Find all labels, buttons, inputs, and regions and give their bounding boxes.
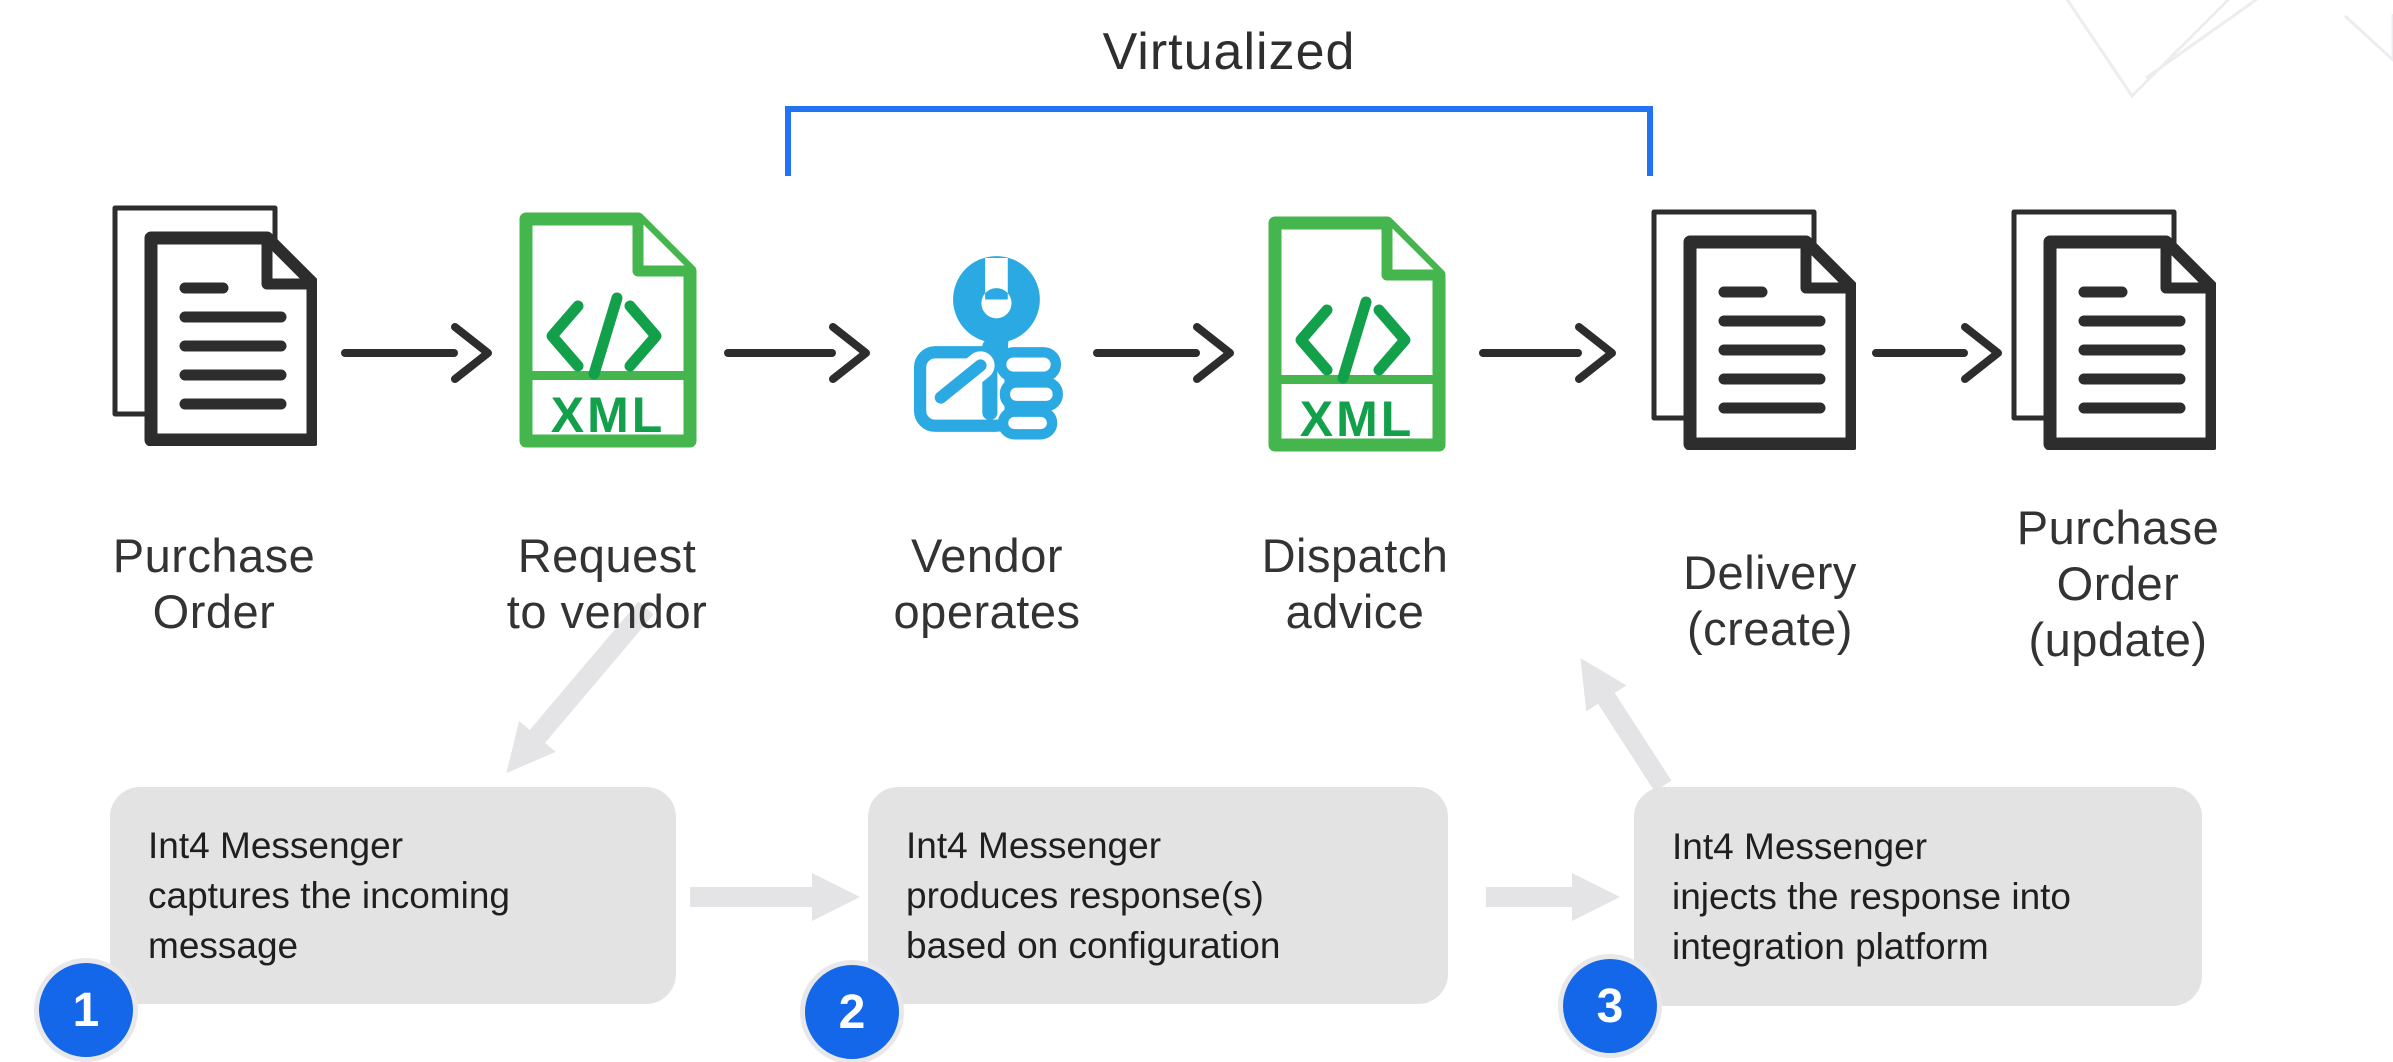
arrow-right-icon [341,323,492,383]
xml-file-icon: XML [1268,216,1446,452]
step-label-vendor-operates: Vendor operates [893,529,1081,638]
arrow-up-left-icon [1580,658,1672,792]
callout-box-1: Int4 Messenger captures the incoming mes… [110,787,676,1004]
code-icon [1295,296,1411,384]
step-label-dispatch-advice: Dispatch advice [1261,529,1449,638]
documents-icon [1651,209,1856,450]
diagram-title: Virtualized [1102,23,1356,81]
virtualized-bracket [785,106,1653,176]
callout-box-3: Int4 Messenger injects the response into… [1634,787,2202,1006]
arrow-right-icon [1093,323,1234,383]
xml-badge-label: XML [551,387,666,443]
documents-icon [112,205,317,446]
step-number-badge-2: 2 [800,960,904,1062]
step-label-delivery-create: Delivery (create) [1683,546,1857,655]
corner-chevron-decoration [2065,0,2393,99]
arrow-right-icon [1479,323,1616,383]
documents-icon [2011,209,2216,450]
step-number-badge-3: 3 [1558,954,1662,1058]
callout-box-2: Int4 Messenger produces response(s) base… [868,787,1448,1004]
arrow-right-icon [724,323,870,383]
step-label-purchase-order: Purchase Order [112,529,316,638]
wrench-hand-icon [913,256,1063,440]
fingers [995,347,1063,440]
step-number-badge-1: 1 [34,958,138,1062]
step-label-request-to-vendor: Request to vendor [506,529,708,638]
xml-file-icon: XML [519,212,697,448]
step-label-purchase-order-update: Purchase Order (update) [2016,501,2220,666]
arrow-right-icon [1872,323,2002,383]
xml-badge-label: XML [1300,391,1415,447]
code-icon [546,292,662,380]
